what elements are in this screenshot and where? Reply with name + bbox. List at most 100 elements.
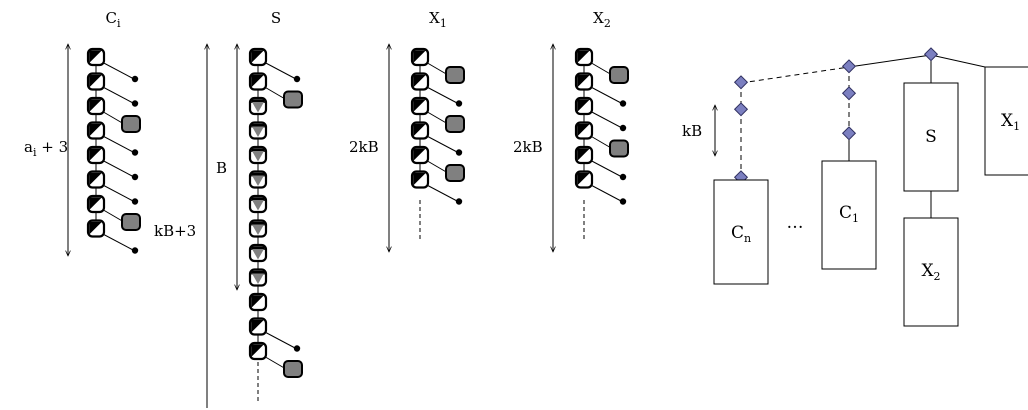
- tail-line: [423, 134, 459, 153]
- height-label-ci: ai + 3: [24, 138, 68, 159]
- tree-top-line: [848, 54, 932, 68]
- tail-square: [283, 360, 303, 378]
- chain-node-triangle: [252, 273, 264, 284]
- chain-node-fill: [413, 74, 426, 88]
- height-label-x2: 2kB: [513, 138, 543, 156]
- chain-node-fill: [413, 50, 426, 63]
- chain-node-fill: [89, 50, 102, 63]
- tail-dot: [619, 100, 627, 107]
- box-c1-label: C1: [839, 203, 859, 225]
- box-x1-label: X1: [1001, 111, 1020, 133]
- tail-square: [609, 66, 629, 84]
- chain-node-fill: [89, 123, 102, 137]
- tail-line: [587, 109, 623, 129]
- tail-dot: [455, 198, 463, 205]
- chain-node-fill: [89, 148, 102, 161]
- tree-node: [733, 102, 749, 117]
- tree-panel: kB Cn … C1 S X2 X1: [682, 47, 1028, 327]
- chain-node-fill: [89, 221, 102, 235]
- tail-square: [121, 115, 141, 133]
- box-cn: [713, 179, 769, 285]
- tail-dot: [131, 149, 139, 156]
- right-label-ci: kB+3: [154, 222, 196, 240]
- chain-node-fill: [89, 197, 102, 210]
- tail-square: [445, 115, 465, 133]
- tail-line: [99, 232, 135, 251]
- chain-node-fill: [251, 50, 264, 63]
- tail-line: [99, 85, 135, 104]
- tail-dot: [619, 198, 627, 205]
- tail-dot: [131, 75, 139, 83]
- tree-dashed-top: [740, 66, 850, 84]
- tail-line: [99, 183, 135, 202]
- chain-node-fill: [577, 148, 590, 161]
- ellipsis-label: …: [787, 213, 804, 233]
- tail-square: [609, 139, 629, 158]
- chain-node-fill: [413, 99, 426, 112]
- chain-node-fill: [577, 50, 590, 63]
- chain-node-triangle: [252, 224, 264, 235]
- tail-line: [261, 60, 297, 80]
- tail-line: [261, 330, 297, 349]
- height-label-s: B: [216, 159, 227, 177]
- chain-node-fill: [577, 172, 590, 186]
- spacing-label: kB: [682, 122, 702, 140]
- height-label-x1: 2kB: [349, 138, 379, 156]
- tail-line: [99, 60, 135, 80]
- tail-square: [283, 90, 303, 109]
- chain-node-triangle: [252, 102, 264, 113]
- tail-dot: [619, 124, 627, 132]
- tail-dot: [293, 345, 301, 352]
- tail-dot: [455, 149, 463, 156]
- tree-node: [841, 126, 857, 141]
- tree-node: [841, 86, 857, 101]
- box-c1: [821, 160, 877, 270]
- gadget-chains: [86, 47, 629, 378]
- tail-line: [423, 183, 459, 202]
- chain-node-triangle: [252, 249, 264, 260]
- tail-dot: [293, 75, 301, 83]
- chain-node-fill: [251, 319, 264, 333]
- box-x2-label: X2: [921, 261, 940, 283]
- chain-node-fill: [577, 74, 590, 88]
- chain-node-triangle: [252, 126, 264, 137]
- chain-node-fill: [577, 123, 590, 137]
- chain-node-triangle: [252, 175, 264, 186]
- chain-node-fill: [251, 74, 264, 88]
- tail-line: [587, 183, 623, 202]
- chain-node-fill: [577, 99, 590, 112]
- column-title-s: S: [271, 9, 281, 27]
- tail-line: [423, 85, 459, 104]
- tree-node: [923, 47, 939, 62]
- chain-node-fill: [413, 172, 426, 186]
- tree-node: [733, 75, 749, 90]
- tail-dot: [131, 173, 139, 181]
- tail-line: [99, 134, 135, 153]
- box-x2: [903, 217, 959, 327]
- tail-dot: [131, 247, 139, 254]
- chain-node-triangle: [252, 200, 264, 211]
- tail-dot: [619, 173, 627, 181]
- column-title-ci: Ci: [105, 9, 120, 30]
- chain-node-triangle: [252, 151, 264, 162]
- column-title-x1: X1: [429, 9, 447, 30]
- chain-node-fill: [89, 172, 102, 186]
- tree-node: [841, 59, 857, 74]
- tail-square: [445, 164, 465, 182]
- tail-line: [587, 85, 623, 104]
- chain-node-fill: [89, 99, 102, 112]
- chain-node-fill: [413, 123, 426, 137]
- tail-line: [587, 158, 623, 178]
- chain-node-fill: [413, 148, 426, 161]
- chain-node-fill: [251, 295, 264, 308]
- column-title-x2: X2: [593, 9, 611, 30]
- tail-line: [99, 158, 135, 178]
- tail-square: [445, 66, 465, 84]
- tail-dot: [131, 198, 139, 205]
- box-cn-label: Cn: [731, 223, 751, 245]
- tail-square: [121, 213, 141, 231]
- box-s: [903, 82, 959, 192]
- chain-node-fill: [251, 344, 264, 357]
- tail-dot: [455, 100, 463, 107]
